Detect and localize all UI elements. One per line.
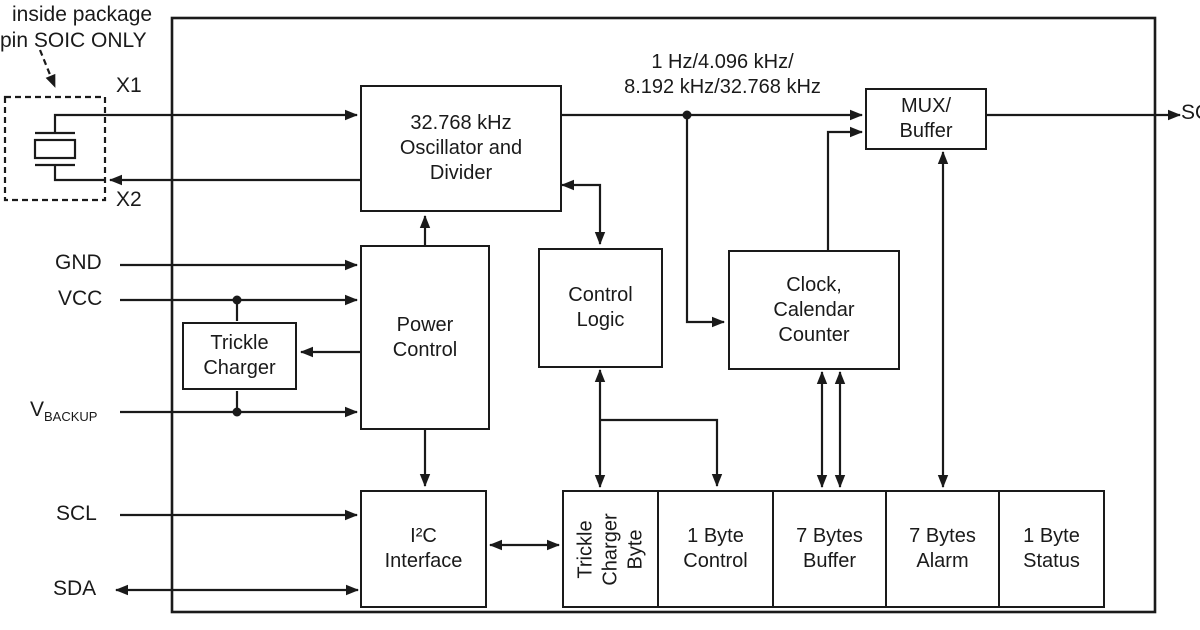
junction-dot-divider [682, 110, 692, 120]
frequency-label: 1 Hz/4.096 kHz/ 8.192 kHz/32.768 kHz [555, 50, 890, 100]
block-label: Divider [429, 162, 493, 184]
block-label: Logic [576, 309, 625, 331]
chip-boundary-box [170, 16, 1157, 614]
block-label: Counter [778, 323, 850, 346]
wire-clock-counter-to-mux [826, 126, 863, 250]
block-label: Power [396, 313, 454, 336]
block-label: Status [1023, 550, 1080, 572]
pin-label-x1: X1 [116, 74, 142, 97]
pin-label-sqw: SQ [1181, 101, 1200, 124]
pin-label-scl: SCL [56, 502, 97, 525]
block-label: Byte [624, 528, 646, 570]
wire-divider-to-clock-counter [685, 115, 725, 328]
rotated-label: Trickle Charger Byte [573, 493, 648, 605]
block-label: Trickle Charger [574, 512, 621, 586]
block-label: 7 Bytes [909, 525, 976, 547]
block-label: 32.768 kHz [410, 112, 512, 134]
block-trickle-charger: Trickle Charger [182, 322, 297, 390]
pin-label-x2: X2 [116, 188, 142, 211]
block-clock-calendar-counter: Clock, Calendar Counter [728, 250, 900, 370]
wire-branch-byte-control [600, 418, 723, 487]
vbackup-main: V [30, 398, 45, 421]
crystal-symbol [33, 113, 105, 182]
block-label: Charger [203, 357, 276, 379]
block-label: Control [683, 550, 748, 572]
block-i2c-interface: I²C Interface [360, 490, 487, 608]
pin-label-vcc: VCC [58, 287, 103, 310]
pin-label-vbackup: VBACKUP [30, 398, 97, 424]
package-note-line1: inside package [12, 3, 153, 26]
block-label: Alarm [916, 550, 969, 572]
block-label: I²C [410, 525, 437, 547]
block-label: 7 Bytes [796, 525, 863, 547]
block-7-bytes-buffer: 7 Bytes Buffer [772, 490, 887, 608]
block-label: Calendar [773, 298, 855, 321]
pin-label-sda: SDA [53, 577, 97, 600]
block-control-logic: Control Logic [538, 248, 663, 368]
block-7-bytes-alarm: 7 Bytes Alarm [885, 490, 1000, 608]
block-1-byte-control: 1 Byte Control [657, 490, 774, 608]
block-label: 1 Byte [1023, 525, 1080, 547]
pin-label-gnd: GND [55, 251, 102, 274]
frequency-label-line2: 8.192 kHz/32.768 kHz [624, 76, 821, 98]
block-label: Clock, [786, 273, 842, 296]
frequency-label-line1: 1 Hz/4.096 kHz/ [651, 51, 794, 73]
package-note-line2: pin SOIC ONLY [0, 29, 147, 52]
block-oscillator: 32.768 kHz Oscillator and Divider [360, 85, 562, 212]
block-trickle-charger-byte: Trickle Charger Byte [562, 490, 659, 608]
block-label: Interface [384, 550, 463, 572]
block-mux-buffer: MUX/ Buffer [865, 88, 987, 150]
block-label: MUX/ [901, 95, 951, 117]
vbackup-subscript: BACKUP [44, 409, 98, 424]
wire-oscillator-control-logic [561, 179, 606, 245]
block-1-byte-status: 1 Byte Status [998, 490, 1105, 608]
block-label: Oscillator and [399, 137, 523, 159]
crystal-package-dashed-box [3, 95, 107, 202]
note-pointer-arrow [38, 49, 57, 88]
block-label: Buffer [803, 550, 856, 572]
block-label: Control [568, 284, 633, 306]
crystal-body [33, 138, 77, 160]
block-label: Buffer [899, 120, 953, 142]
package-note: inside package pin SOIC ONLY [0, 2, 152, 54]
junction-dot-vbackup [232, 407, 242, 417]
block-label: 1 Byte [687, 525, 744, 547]
block-power-control: Power Control [360, 245, 490, 430]
junction-dot-vcc [232, 295, 242, 305]
block-label: Trickle [210, 332, 269, 354]
block-label: Control [392, 338, 458, 361]
crystal-leads [35, 113, 105, 182]
